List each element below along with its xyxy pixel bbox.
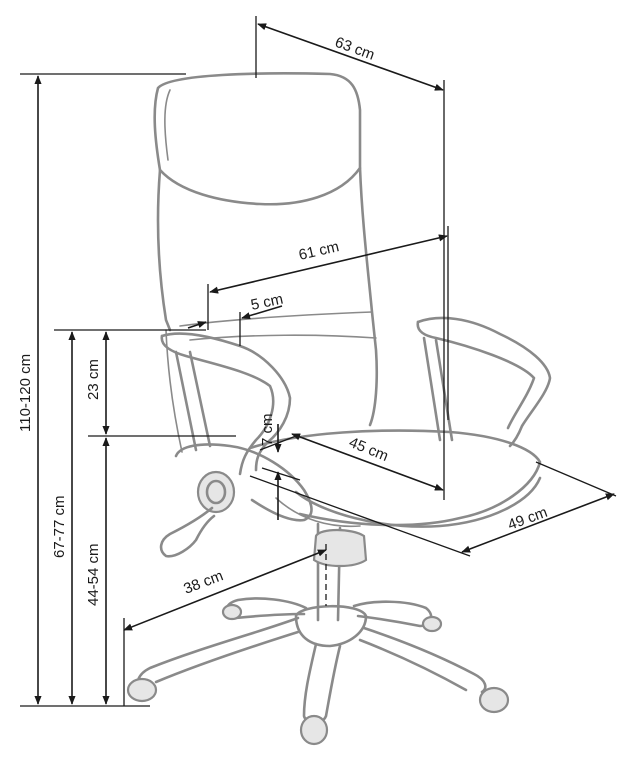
base-hub [294,604,368,648]
gas-lift-cover [312,528,368,568]
backrest [156,166,379,427]
headrest [153,72,362,206]
headrest-inner-edge [164,89,171,161]
label-overall-height: 110-120 cm [17,354,34,432]
base-leg-left [136,616,300,692]
tension-knob [196,470,236,514]
dimension-width-top [257,23,444,91]
label-armrest-height: 67-77 cm [51,495,68,558]
caster-back-left [221,603,243,621]
caster-back-right [421,615,443,633]
dimension-seat-depth [291,433,444,491]
dimension-armrest-width-b [241,305,283,320]
dimension-seat-width [461,493,615,553]
label-armrest-above-seat: 23 cm [85,359,102,400]
extension-49-left [249,475,471,557]
extension-49-right [535,461,617,497]
seat-underside [275,497,361,528]
chair-drawing [126,72,552,746]
base-leg-front [302,642,342,725]
caster-left [126,677,158,703]
tension-knob-inner [205,479,227,505]
right-armrest [416,316,552,448]
label-armrest-width: 5 cm [249,291,284,314]
label-backrest-width: 61 cm [297,238,341,264]
dimension-lines [20,16,617,707]
label-seat-height: 44-54 cm [85,543,102,606]
label-seat-width: 49 cm [506,504,550,534]
label-seat-depth: 45 cm [347,434,391,465]
dimension-base-radius [123,549,327,631]
seat-top [248,429,542,527]
dimension-backrest-width [209,234,448,294]
base-leg-right [358,626,487,694]
label-seat-thickness: 7 cm [259,413,276,446]
extension-7-bottom [261,467,301,481]
caster-right [478,686,510,714]
dimension-armrest-width-a [187,321,207,329]
left-armrest-post [174,350,212,452]
right-armrest-inner [416,320,536,430]
backrest-seam [179,311,373,327]
height-lever [159,506,216,558]
dimension-labels: 63 cm 61 cm 5 cm 110-120 cm 67-77 cm 23 … [17,34,550,606]
caster-front [299,714,329,746]
